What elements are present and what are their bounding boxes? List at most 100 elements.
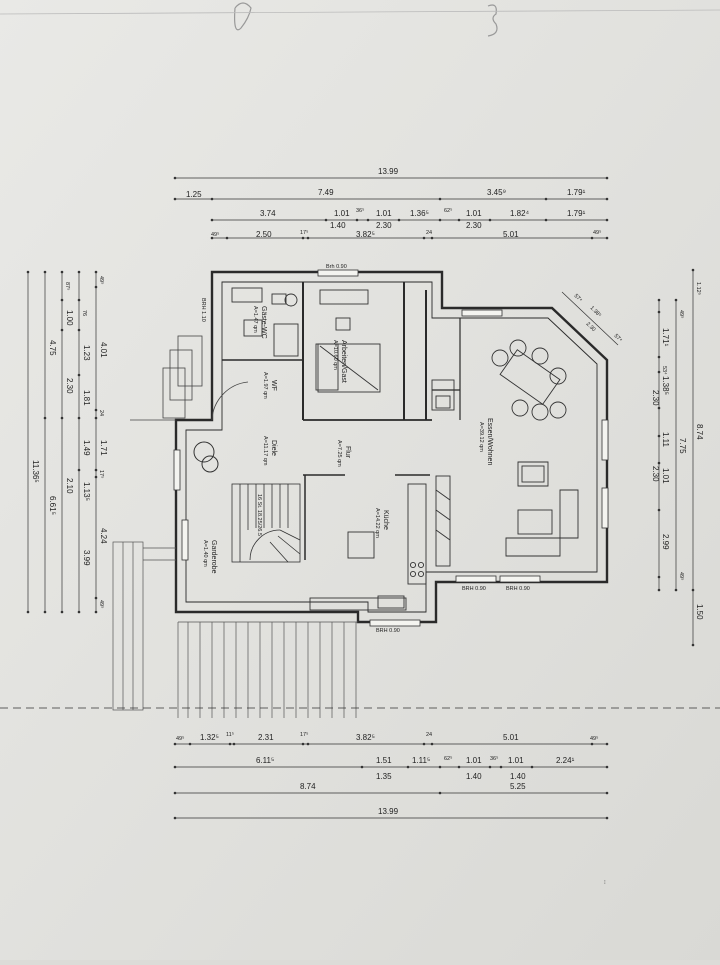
- room-name-wf: WF: [270, 380, 277, 391]
- windows: [173, 269, 609, 627]
- brh-label-kitchen: BRH 0.90: [376, 628, 400, 634]
- right-dim: 49⁵: [678, 310, 685, 318]
- bottom-dimension-lines: [175, 743, 607, 819]
- top-dim: 3.74: [260, 209, 276, 218]
- room-area-wf: A=1.97 qm: [262, 372, 268, 399]
- right-dim: 1.71¹: [661, 328, 670, 347]
- top-dim-total: 13.99: [378, 167, 399, 176]
- top-dimension-lines: [175, 177, 607, 239]
- binder-ring-left: [234, 2, 252, 31]
- room-area-garderobe: A=1.40 qm: [202, 540, 208, 567]
- room-name-gaeste-wc: Gäste-WC: [260, 306, 267, 339]
- bottom-dim: 1.40: [510, 772, 526, 781]
- room-area-kueche: A=14.22 qm: [374, 508, 380, 538]
- top-dim: 1.79¹: [567, 188, 586, 197]
- right-dim: 8.74: [695, 424, 704, 440]
- bottom-dimension-ticks: [173, 742, 609, 820]
- right-dim: 7.75: [678, 438, 687, 454]
- diag-dimension-line: [561, 291, 619, 346]
- left-dim: 6.61⁵: [48, 496, 57, 515]
- bottom-dim: 1.32⁵: [200, 733, 219, 742]
- top-dimension-ticks: [173, 176, 609, 240]
- top-dim: 1.36⁵: [410, 209, 429, 218]
- top-dim: 2.30: [466, 221, 482, 230]
- terrace-deck: [112, 541, 358, 718]
- brh-label-window-1: BRH 0.90: [462, 586, 486, 592]
- room-name-garderobe: Garderobe: [210, 540, 217, 574]
- top-dim: 1.82⁴: [510, 209, 530, 218]
- room-name-flur: Flur: [344, 446, 351, 459]
- room-name-essen-wohnen: Essen/Wohnen: [486, 418, 493, 465]
- left-dim: 1.81: [82, 390, 91, 406]
- brh-label-left: BRH 1.10: [200, 298, 206, 322]
- room-name-kueche: Küche: [382, 510, 389, 530]
- bottom-dim: 5.01: [503, 733, 519, 742]
- wc-fixtures: [231, 287, 299, 357]
- top-dim: 1.79¹: [567, 209, 586, 218]
- top-dim: 2.50: [256, 230, 272, 239]
- right-dimension-texts: 1.12⁵ 49⁵ 1.71¹ 53⁴ 2.30 1.38⁵ 1.11 1.01…: [573, 282, 704, 620]
- left-dim: 3.99: [82, 550, 91, 566]
- bottom-dim: 8.74: [300, 782, 316, 791]
- right-dim: 1.12⁵: [695, 282, 702, 295]
- top-dim: 5.01: [503, 230, 519, 239]
- room-area-essen-wohnen: A=39.12 qm: [478, 422, 484, 452]
- bottom-dim-total: 13.99: [378, 807, 399, 816]
- margin-mark: ⁝: [604, 880, 606, 886]
- top-dim: 1.25: [186, 190, 202, 199]
- left-dimension-texts: 11.36⁵ 4.75 6.61⁵ 87⁵ 1.00 2.30 2.10 76 …: [31, 276, 108, 608]
- fireplace: [431, 379, 455, 411]
- left-dim: 11.36⁵: [31, 460, 40, 483]
- bottom-dim: 62⁵: [444, 755, 452, 762]
- diag-dim: 2.30: [585, 321, 597, 333]
- left-dim: 87⁵: [64, 282, 71, 290]
- top-dim: 49⁵: [211, 231, 219, 238]
- left-dim: 1.23: [82, 345, 91, 361]
- bottom-dim: 11⁵: [226, 731, 234, 738]
- right-dim: 1.50: [695, 604, 704, 620]
- dining-set: [491, 339, 567, 421]
- room-area-diele: A=11.17 qm: [262, 436, 268, 466]
- right-dim: 2.30: [651, 466, 660, 482]
- top-dim: 49⁵: [593, 229, 601, 236]
- top-dim: 62⁵: [444, 207, 452, 214]
- bottom-dim: 24: [426, 732, 432, 738]
- top-dim: 1.01: [376, 209, 392, 218]
- brh-label-top: Brh 0.90: [326, 264, 347, 270]
- right-dim: 1.11: [661, 432, 670, 448]
- room-name-arbeiten: Arbeiten/Gast: [340, 340, 347, 383]
- diag-dim: 57⁴: [613, 332, 624, 343]
- top-dim: 7.49: [318, 188, 334, 197]
- bottom-dim: 2.24¹: [556, 756, 575, 765]
- kitchen-units: [309, 475, 451, 611]
- left-dim: 4.01: [99, 342, 108, 358]
- bottom-dim: 1.01: [466, 756, 482, 765]
- right-dim: 2.30: [651, 390, 660, 406]
- right-dim: 53⁴: [661, 366, 668, 375]
- left-dim: 76: [81, 310, 87, 316]
- room-area-arbeiten: A=10.60 qm: [332, 340, 338, 370]
- diag-dim: 57⁴: [573, 292, 584, 303]
- work-room-furniture: [315, 289, 381, 393]
- top-dim: 3.82⁵: [356, 230, 375, 239]
- top-dim: 3.45⁹: [487, 188, 506, 197]
- right-dim: 49⁵: [678, 572, 685, 580]
- room-area-gaeste-wc: A=1.47 qm: [252, 306, 258, 333]
- left-dim: 1.71: [99, 440, 108, 456]
- room-labels: Gäste-WC A=1.47 qm Arbeiten/Gast A=10.60…: [200, 264, 530, 634]
- entrance-steps: [130, 335, 249, 421]
- left-dim: 4.75: [48, 340, 57, 356]
- bottom-dim: 49⁵: [176, 735, 184, 742]
- bottom-dim: 1.11⁵: [412, 756, 430, 765]
- left-dim: 1.13⁵: [82, 482, 91, 501]
- bottom-dim: 6.11⁵: [256, 756, 274, 765]
- top-dim: 2.30: [376, 221, 392, 230]
- left-dimension-lines: [27, 272, 97, 612]
- bottom-dim: 1.51: [376, 756, 392, 765]
- bottom-dim: 1.01: [508, 756, 524, 765]
- left-dim: 24: [98, 410, 104, 416]
- right-dimension-lines: [658, 270, 694, 645]
- bottom-dim: 5.25: [510, 782, 526, 791]
